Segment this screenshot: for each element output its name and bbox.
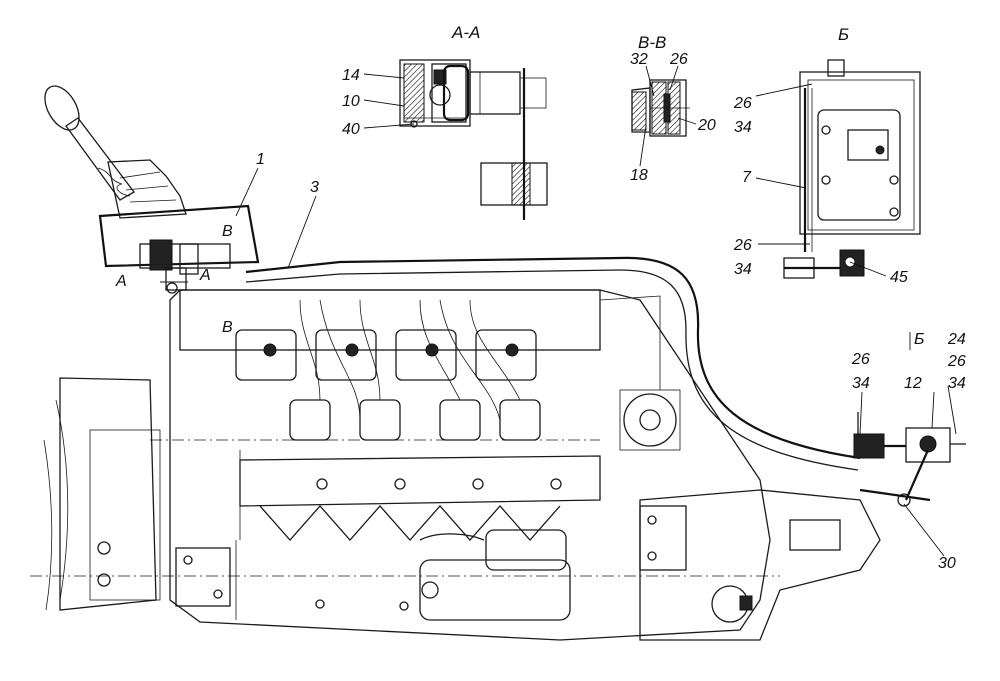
- callout-26-b-mid: 26: [733, 237, 752, 254]
- engine-block: [30, 289, 881, 641]
- callout-10: 10: [342, 93, 360, 110]
- callout-26-right: 26: [851, 351, 870, 368]
- callout-24: 24: [947, 331, 966, 348]
- leader-lines: [160, 65, 957, 557]
- callout-26-far: 26: [947, 353, 966, 370]
- callout-30: 30: [938, 555, 956, 572]
- callout-26-b-top: 26: [733, 95, 752, 112]
- cut-mark-b-lower: В: [222, 319, 233, 336]
- callout-14: 14: [342, 67, 360, 84]
- callout-34-far: 34: [948, 375, 966, 392]
- section-title-vv: В-В: [638, 33, 666, 52]
- cut-mark-b-arrow: Б: [914, 331, 924, 348]
- callout-1: 1: [256, 151, 265, 168]
- callout-18: 18: [630, 167, 648, 184]
- gear-lever: [44, 85, 187, 219]
- callout-45: 45: [890, 269, 908, 286]
- callout-7: 7: [742, 169, 752, 186]
- view-title-b: Б: [838, 25, 849, 44]
- shift-rod: [245, 256, 861, 471]
- view-b-detail: [783, 59, 921, 279]
- shift-mechanism-housing: [98, 204, 260, 294]
- callout-12: 12: [904, 375, 922, 392]
- cut-mark-a-left: А: [115, 273, 127, 290]
- callout-20: 20: [697, 117, 716, 134]
- cut-mark-a-right: А: [199, 267, 211, 284]
- callout-34-b-mid: 34: [734, 261, 752, 278]
- section-vv-detail: [631, 79, 690, 137]
- section-aa-detail: [399, 59, 548, 220]
- callout-32: 32: [630, 51, 648, 68]
- callout-40: 40: [342, 121, 360, 138]
- section-title-aa: А-А: [451, 23, 480, 42]
- callout-3: 3: [310, 179, 319, 196]
- callout-34-right: 34: [852, 375, 870, 392]
- callout-34-b-top: 34: [734, 119, 752, 136]
- callout-26-vv: 26: [669, 51, 688, 68]
- cut-mark-b-upper: В: [222, 223, 233, 240]
- gearbox-linkage: [853, 412, 966, 507]
